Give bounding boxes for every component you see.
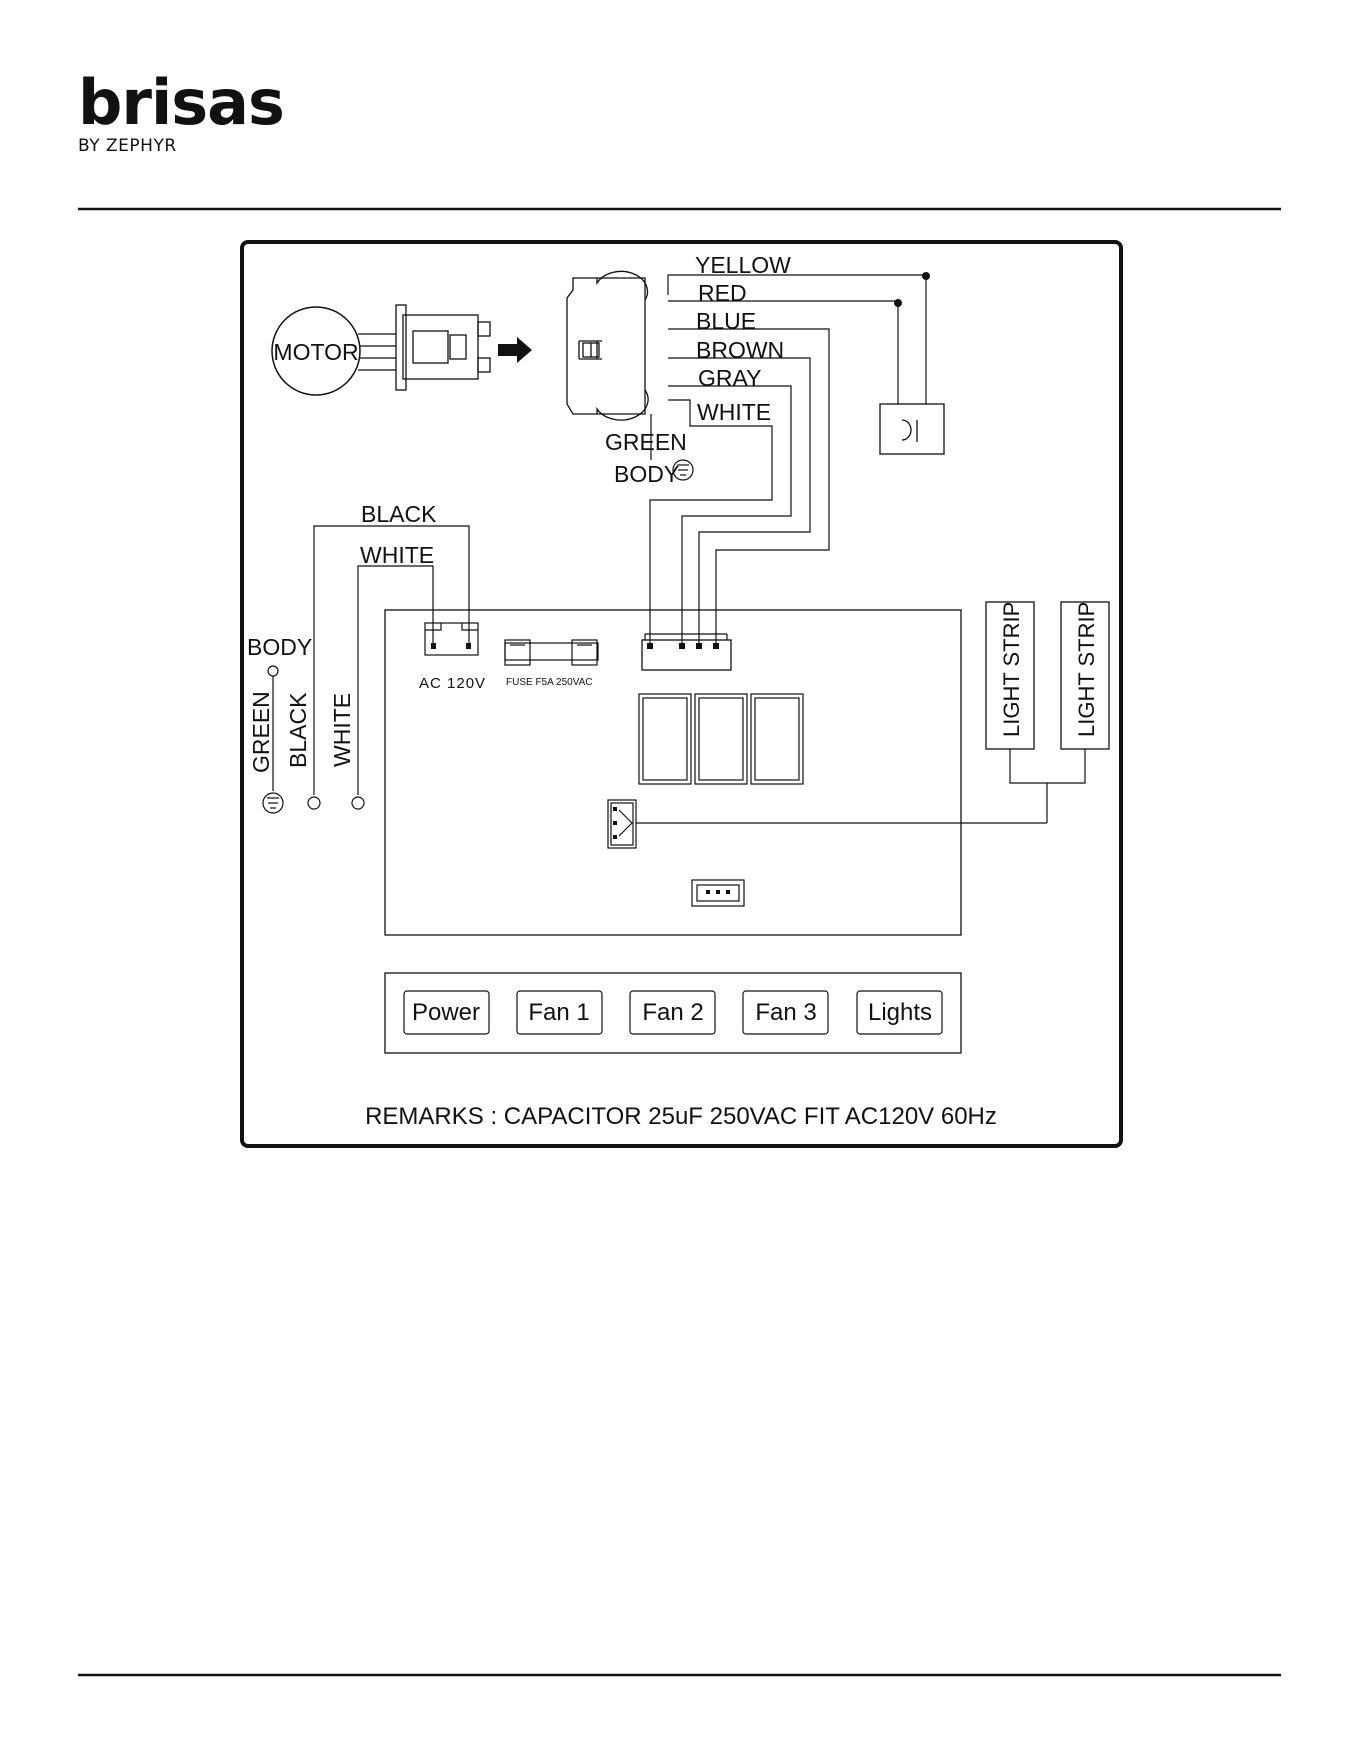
body-label: BODY (247, 634, 312, 660)
bottom-pin (716, 890, 720, 894)
wire-junction (922, 272, 930, 280)
arrow-icon (498, 337, 532, 363)
fan2-button-label: Fan 2 (642, 999, 703, 1026)
wire-label-brown: BROWN (696, 337, 784, 363)
control-board (385, 610, 961, 935)
light-strip-1-label: LIGHT STRIP (999, 602, 1024, 737)
fuse (505, 640, 598, 665)
body-ground-label: BODY (614, 461, 679, 487)
ac-pin (431, 643, 436, 649)
remarks: REMARKS : CAPACITOR 25uF 250VAC FIT AC12… (365, 1103, 997, 1130)
capacitor-symbol (902, 420, 911, 440)
terminal-icon (352, 797, 364, 809)
motor-connector (567, 271, 648, 420)
fan3-button-label: Fan 3 (755, 999, 816, 1026)
supply-label-green: GREEN (248, 691, 274, 773)
fan1-button[interactable]: Fan 1 (517, 991, 602, 1034)
wire-label-gray: GRAY (698, 365, 761, 391)
motor-plug (358, 305, 490, 390)
fan2-button[interactable]: Fan 2 (630, 991, 715, 1034)
header-pin (696, 643, 702, 649)
light-strip-2-label: LIGHT STRIP (1074, 602, 1099, 737)
wire-label-yellow: YELLOW (695, 252, 791, 278)
ac-label: AC 120V (419, 675, 486, 692)
supply-label-white-vertical: WHITE (329, 693, 355, 767)
wire-label-red: RED (698, 280, 747, 306)
wire-label-green: GREEN (605, 429, 687, 455)
ground-icon (263, 793, 283, 813)
relays (639, 694, 803, 784)
terminal-icon (308, 797, 320, 809)
wire-label-blue: BLUE (696, 308, 756, 334)
lights-button[interactable]: Lights (857, 991, 942, 1034)
wire-junction (894, 299, 902, 307)
header-pin (713, 643, 719, 649)
fan1-button-label: Fan 1 (528, 999, 589, 1026)
light-pin (613, 835, 617, 839)
ac-pin (466, 643, 471, 649)
bottom-pin (706, 890, 710, 894)
supply-label-black: BLACK (361, 501, 437, 527)
fan3-button[interactable]: Fan 3 (743, 991, 828, 1034)
header-pin (647, 643, 653, 649)
light-pin (613, 807, 617, 811)
lights-button-label: Lights (868, 999, 932, 1026)
light-strip-wires (1010, 749, 1085, 823)
motor-label: MOTOR (273, 339, 358, 365)
header-pin (679, 643, 685, 649)
terminal-icon (268, 666, 278, 676)
power-button[interactable]: Power (404, 991, 489, 1034)
capacitor (880, 404, 944, 454)
supply-label-white: WHITE (360, 542, 434, 568)
motor-wires (650, 275, 926, 644)
bottom-pin (726, 890, 730, 894)
light-pin (613, 821, 617, 825)
wire-label-white: WHITE (697, 399, 771, 425)
supply-label-black-vertical: BLACK (285, 692, 311, 768)
fuse-label: FUSE F5A 250VAC (506, 677, 593, 688)
power-button-label: Power (412, 999, 480, 1026)
light-connector (608, 800, 1047, 848)
